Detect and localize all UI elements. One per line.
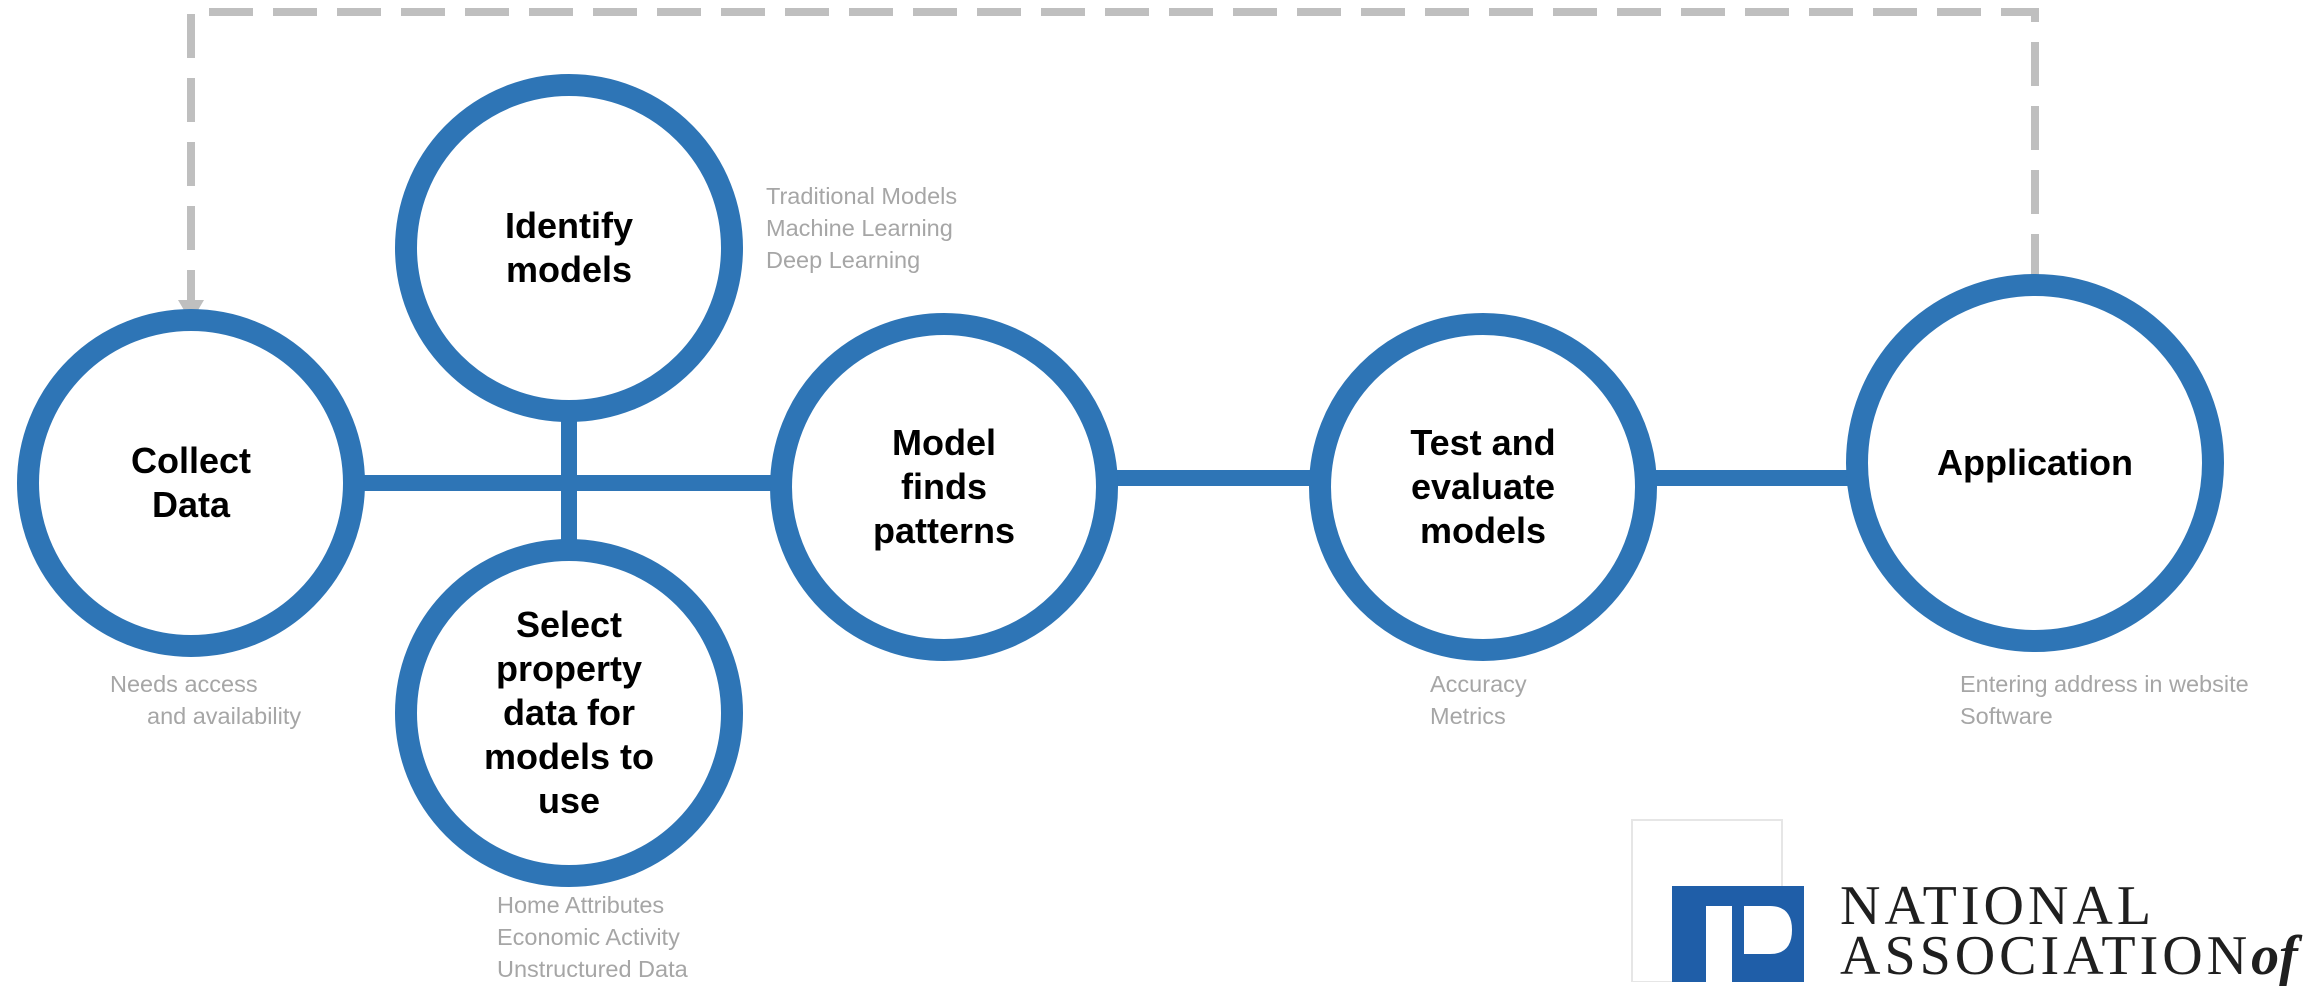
node-model-patterns-circle (770, 313, 1118, 661)
note-identify-line-1: Traditional Models (766, 183, 958, 209)
note-select-line-3: Unstructured Data (497, 956, 688, 982)
node-select-data-label: Select property data for models to use (483, 604, 654, 821)
note-test-line-2: Metrics (1430, 703, 1506, 729)
note-identify-line-2: Machine Learning (766, 215, 953, 241)
node-model-patterns-label: Model finds patterns (872, 422, 1016, 551)
node-application-label: Application (1937, 442, 2133, 483)
note-select-line-1: Home Attributes (497, 892, 665, 918)
note-select-data: Home Attributes Economic Activity Unstru… (497, 889, 688, 985)
node-select-data-circle (395, 539, 743, 887)
note-collect-line-1: Needs access (110, 671, 258, 697)
node-application-circle (1846, 274, 2224, 652)
note-test-models: Accuracy Metrics (1430, 668, 1527, 732)
nar-logo-line-1: NATIONAL (1840, 878, 2155, 934)
node-identify-models-label: Identify models (504, 205, 633, 290)
nar-logo-association: ASSOCIATION (1840, 925, 2252, 987)
node-test-models-circle (1309, 313, 1657, 661)
node-identify-models-circle (395, 74, 743, 422)
note-application: Entering address in website Software (1960, 668, 2249, 732)
note-identify-models: Traditional Models Machine Learning Deep… (766, 180, 957, 276)
nar-logo-national: NATIONAL (1840, 875, 2156, 937)
note-application-line-1: Entering address in website (1960, 671, 2249, 697)
node-collect-data-circle (17, 309, 365, 657)
note-collect-line-2: and availability (147, 703, 302, 729)
note-identify-line-3: Deep Learning (766, 247, 921, 273)
note-select-line-2: Economic Activity (497, 924, 680, 950)
node-test-models-label: Test and evaluate models (1410, 422, 1556, 551)
note-test-line-1: Accuracy (1430, 671, 1527, 697)
note-collect-data: Needs access and availability (110, 668, 301, 732)
note-application-line-2: Software (1960, 703, 2053, 729)
nar-logo-of: of (2251, 925, 2298, 987)
nar-logo-line-2: ASSOCIATIONof (1840, 928, 2298, 984)
node-collect-data-label: Collect Data (130, 440, 252, 525)
feedback-loop-arrow (187, 8, 2039, 305)
nar-logo-mark (1631, 819, 1804, 982)
